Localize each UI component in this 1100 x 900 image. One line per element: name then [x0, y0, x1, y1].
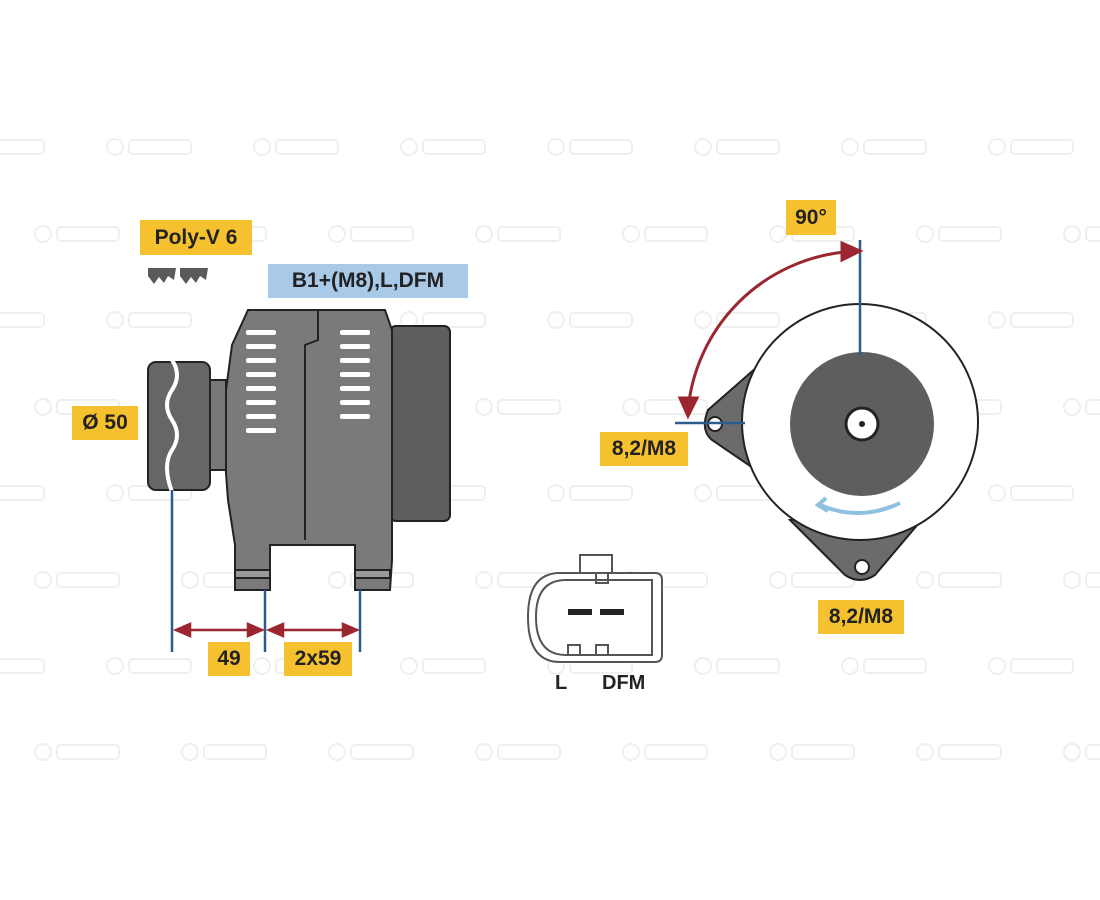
rotation-arrow-icon [814, 496, 901, 515]
dimension-front-label: 49 [208, 642, 250, 676]
pulley-diameter-label: Ø 50 [72, 406, 138, 440]
watermark-mark [34, 225, 120, 243]
dimension-arrows [172, 622, 361, 638]
watermark-mark [0, 658, 45, 674]
watermark-mark [547, 484, 633, 502]
connector-plug-icon [526, 554, 663, 663]
watermark-mark [988, 657, 1074, 675]
watermark-mark [1063, 743, 1100, 761]
watermark-mark [916, 743, 1002, 761]
watermark-mark [622, 225, 708, 243]
watermark-mark [181, 743, 267, 761]
mount-left-label: 8,2/M8 [600, 432, 688, 466]
watermark-mark [0, 485, 45, 501]
watermark-mark [328, 743, 414, 761]
watermark-mark [106, 138, 192, 156]
plug-pin-l-label: L [555, 672, 568, 694]
watermark-mark [1063, 398, 1100, 416]
watermark-mark [475, 225, 561, 243]
plug-pin-dfm-label: DFM [602, 672, 646, 694]
watermark-mark [694, 138, 780, 156]
watermark-mark [769, 743, 855, 761]
watermark-mark [106, 311, 192, 329]
watermark-mark [34, 571, 120, 589]
alternator-side-view [220, 309, 451, 591]
dimension-lines [170, 490, 362, 652]
watermark-mark [988, 311, 1074, 329]
watermark-mark [547, 138, 633, 156]
watermark-mark [988, 484, 1074, 502]
watermark-mark [106, 657, 192, 675]
watermark-mark [916, 571, 1002, 589]
alternator-front-view [703, 303, 979, 581]
watermark-mark [916, 225, 1002, 243]
angle-reference-lines [675, 240, 862, 425]
watermark-mark [1063, 571, 1100, 589]
watermark-mark [622, 743, 708, 761]
belt-profile-icon [148, 268, 208, 284]
watermark-mark [475, 398, 561, 416]
watermark-mark [328, 225, 414, 243]
watermark-mark [622, 398, 708, 416]
watermark-mark [34, 743, 120, 761]
terminals-label: B1+(M8),L,DFM [268, 264, 468, 298]
angle-label: 90° [786, 200, 836, 235]
watermark-mark [1063, 225, 1100, 243]
watermark-mark [841, 657, 927, 675]
watermark-mark [400, 138, 486, 156]
dimension-mount-label: 2x59 [284, 642, 352, 676]
watermark-mark [475, 743, 561, 761]
watermark-mark [547, 311, 633, 329]
watermark-mark [253, 138, 339, 156]
watermark-mark [400, 657, 486, 675]
mount-bottom-label: 8,2/M8 [818, 600, 904, 634]
pulley [147, 358, 227, 493]
watermark-mark [694, 311, 780, 329]
belt-type-label: Poly-V 6 [140, 220, 252, 255]
watermark-mark [0, 312, 45, 328]
angle-arc-arrow [677, 240, 864, 420]
watermark-mark [988, 138, 1074, 156]
watermark-mark [0, 139, 45, 155]
watermark-mark [841, 138, 927, 156]
watermark-mark [694, 657, 780, 675]
